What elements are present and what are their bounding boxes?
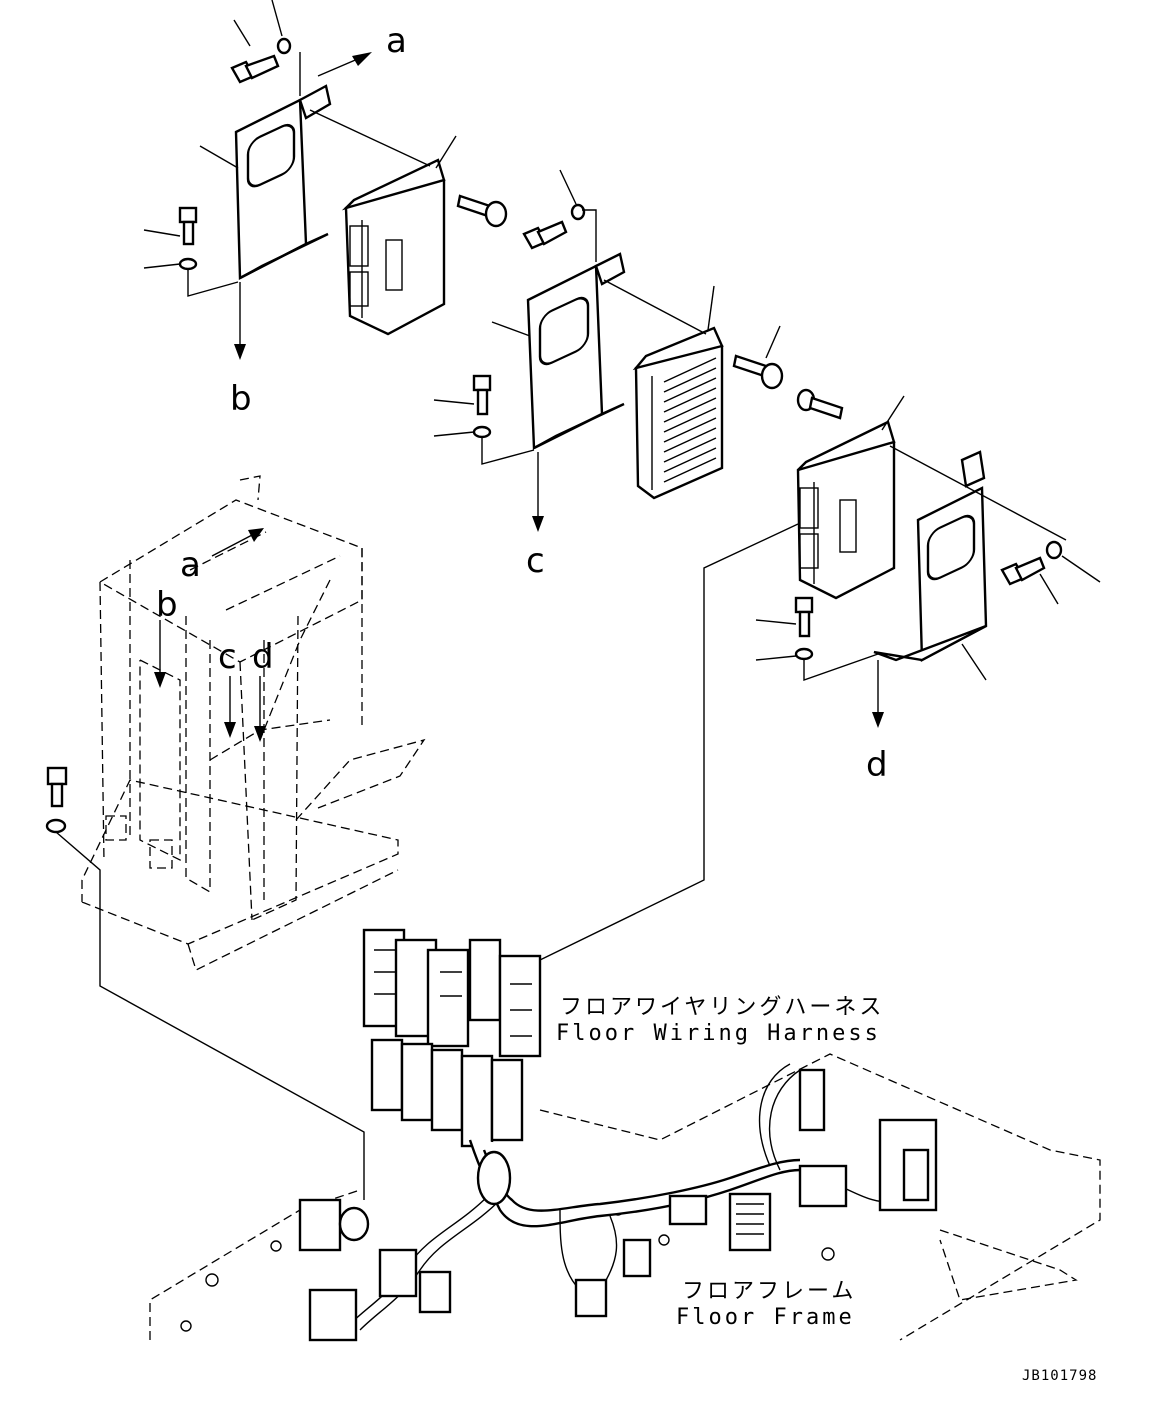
washer-icon	[472, 425, 492, 439]
floor-wiring-harness	[298, 928, 938, 1342]
washer-icon	[1045, 540, 1063, 560]
bolt-icon	[732, 354, 784, 390]
floor-wiring-harness-label-jp: フロアワイヤリングハーネス	[560, 995, 884, 1020]
cooling-fins	[663, 357, 717, 483]
bracket-assembly-1	[143, 0, 508, 360]
connector-bank	[362, 928, 542, 1148]
drawing-code: JB101798	[1022, 1368, 1097, 1384]
washer-icon	[276, 37, 292, 55]
controller-unit	[632, 326, 724, 500]
washer-icon	[570, 203, 586, 221]
mounting-bracket	[873, 450, 988, 662]
bolt-icon	[796, 388, 844, 420]
controller-unit	[341, 158, 446, 336]
floor-wiring-harness-label-en: Floor Wiring Harness	[556, 1021, 881, 1046]
bolt-icon	[1000, 556, 1046, 586]
bolt-icon	[472, 374, 492, 416]
ref-letter-d-frame: d	[252, 637, 274, 677]
bolt-icon	[230, 54, 280, 84]
bolt-icon	[178, 206, 198, 246]
ref-letter-d-top: d	[866, 745, 888, 785]
controller-unit	[796, 420, 896, 600]
washer-icon	[178, 257, 198, 271]
floor-frame-label-en: Floor Frame	[676, 1305, 855, 1330]
bolt-icon	[46, 766, 68, 808]
ref-letter-c-top: c	[526, 541, 545, 581]
bracket-assembly-3	[539, 388, 1101, 961]
washer-icon	[45, 818, 67, 834]
washer-icon	[794, 647, 814, 661]
ref-letter-c-frame: c	[218, 637, 237, 677]
ref-letter-a-frame: a	[180, 545, 201, 585]
mounting-bracket	[234, 84, 332, 280]
ref-letter-b-frame: b	[156, 585, 178, 625]
bracket-assembly-2	[433, 169, 784, 532]
bolt-icon	[522, 220, 568, 250]
floor-frame-label-jp: フロアフレーム	[682, 1279, 856, 1304]
mounting-bracket	[526, 252, 626, 450]
bolt-icon	[794, 596, 814, 638]
cab-frame-structure	[45, 475, 426, 1200]
ref-letter-a-top: a	[386, 21, 407, 61]
ref-letter-b-top: b	[230, 379, 252, 419]
bolt-icon	[456, 194, 508, 228]
